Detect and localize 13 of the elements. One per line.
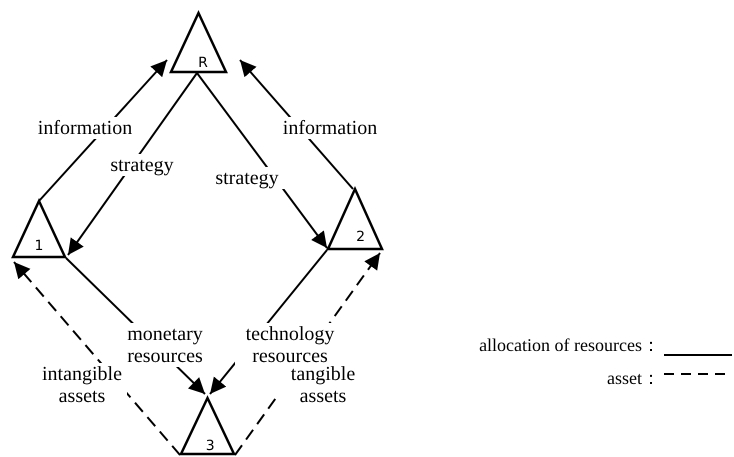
node-number: 1 [34,239,44,254]
arrow [196,72,328,249]
node-number: 3 [204,438,216,453]
legend-label: allocation of resources： [478,335,660,355]
legend-label: asset： [606,368,660,388]
triangle-node [12,200,66,258]
node-number: R [197,56,209,70]
triangle-node [180,397,235,455]
node-number: 2 [355,230,366,244]
triangle-node [327,188,383,250]
arrow [13,261,181,456]
triangle-node [170,12,227,73]
arrow [67,72,198,256]
